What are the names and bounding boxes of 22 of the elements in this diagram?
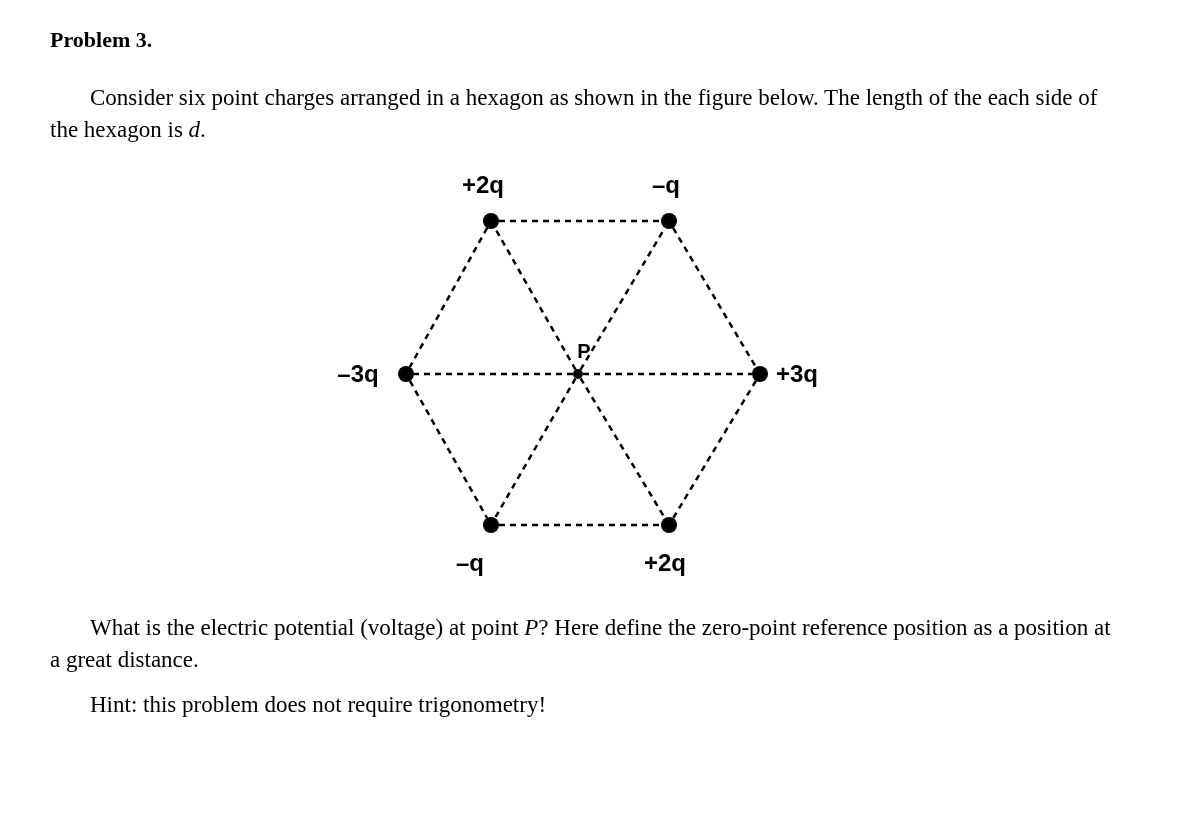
dashed-line xyxy=(414,372,573,376)
charge-label: –q xyxy=(652,173,680,197)
dashed-line xyxy=(493,227,577,371)
dashed-line xyxy=(579,377,666,519)
hint-text: Hint: this problem does not require trigonometry! xyxy=(90,691,547,719)
charge-label: –q xyxy=(456,551,484,575)
problem-statement: Consider six point charges arranged in a hexagon as shown in the figure below. The length of the each side of the hexagon is d. xyxy=(50,84,1099,144)
dashed-line xyxy=(408,227,489,368)
charge-label: –3q xyxy=(337,362,379,386)
charge-label: P xyxy=(577,341,591,361)
dashed-line xyxy=(583,372,752,376)
dashed-line xyxy=(499,523,661,527)
dashed-line xyxy=(499,219,661,223)
charge-label: +3q xyxy=(776,362,818,386)
dashed-line xyxy=(408,380,489,519)
problem-title: Problem 3. xyxy=(50,26,153,54)
charge-label: +2q xyxy=(644,551,686,575)
dashed-line xyxy=(493,377,577,519)
dashed-line xyxy=(672,227,757,368)
question-text: What is the electric potential (voltage) at point P? Here define the zero-point reference position as a position at a great distance. xyxy=(50,614,1112,674)
dashed-line xyxy=(672,380,757,519)
charge-label: +2q xyxy=(462,173,504,197)
